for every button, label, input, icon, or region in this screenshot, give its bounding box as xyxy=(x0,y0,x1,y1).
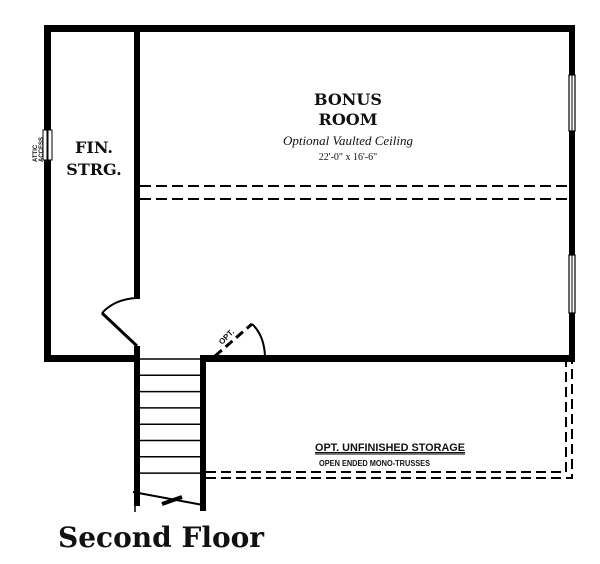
room-name-2: ROOM xyxy=(319,110,378,129)
stair-right-wall xyxy=(200,355,206,511)
interior-wall xyxy=(134,25,140,299)
vault-lines xyxy=(140,185,569,200)
bottom-wall-right xyxy=(200,355,575,362)
stair-break xyxy=(132,490,204,512)
room-name: BONUS xyxy=(314,90,382,109)
door-leaf xyxy=(100,311,139,348)
opt-door-leaf xyxy=(214,322,253,358)
room-name: OPT. UNFINISHED STORAGE xyxy=(315,442,465,454)
room-dimensions: 22'-0" x 16'-6" xyxy=(319,152,377,163)
room-note: Optional Vaulted Ceiling xyxy=(283,133,413,148)
attic-access-label: ATTIC xyxy=(33,144,39,162)
stairs xyxy=(140,358,200,474)
top-wall xyxy=(44,25,575,32)
optional-door: OPT. xyxy=(214,322,266,358)
attic-access: ATTIC ACCESS xyxy=(33,129,53,162)
door-swing xyxy=(101,297,138,314)
unfinished-storage: OPT. UNFINISHED STORAGE OPEN ENDED MONO-… xyxy=(315,442,465,468)
finished-storage: FIN. STRG. xyxy=(66,138,121,179)
room-note: OPEN ENDED MONO-TRUSSES xyxy=(319,459,431,468)
room-name-2: STRG. xyxy=(66,160,121,179)
floor-title: Second Floor xyxy=(58,521,265,554)
opt-door-swing xyxy=(251,323,266,357)
walls xyxy=(44,25,575,511)
door xyxy=(100,297,139,348)
room-name: FIN. xyxy=(75,138,113,157)
opt-door-label: OPT. xyxy=(217,327,236,346)
windows xyxy=(568,74,576,314)
attic-access-label-2: ACCESS xyxy=(39,137,45,162)
stair-left-wall xyxy=(134,346,140,506)
bonus-room: BONUS ROOM Optional Vaulted Ceiling 22'-… xyxy=(283,90,413,163)
left-wall xyxy=(44,25,51,362)
right-wall xyxy=(569,25,575,362)
unfinished-storage-outline xyxy=(206,362,573,479)
bottom-wall-left xyxy=(44,355,140,362)
